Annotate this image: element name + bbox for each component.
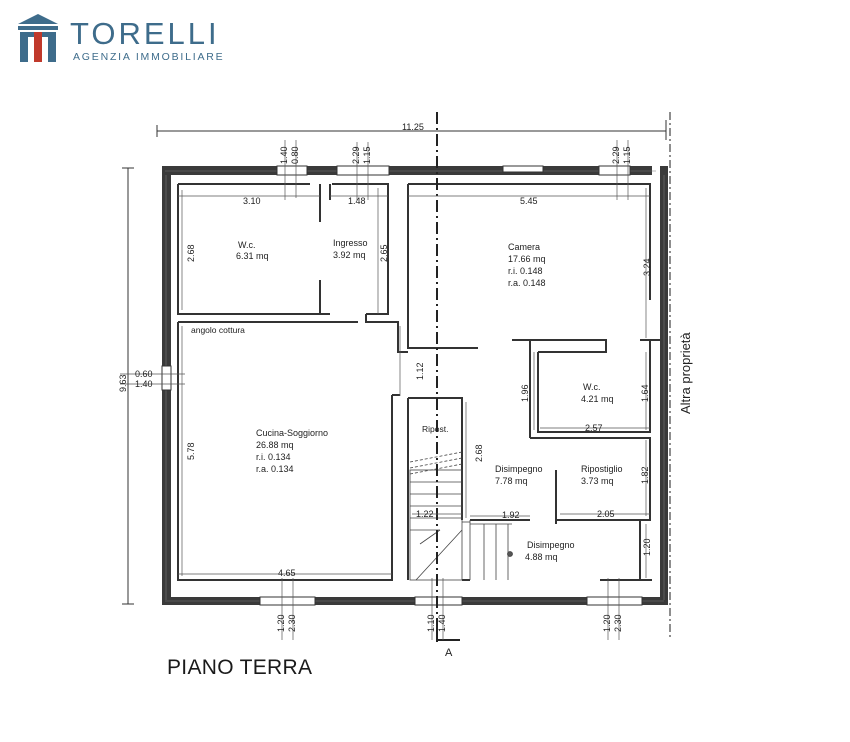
room-camera-ra: r.a. 0.148 [508, 278, 546, 288]
section-marker-a: A [445, 647, 453, 659]
brand-name: TORELLI [70, 16, 220, 51]
floor-label: PIANO TERRA [167, 656, 313, 679]
windows [161, 165, 643, 606]
room-camera-ri: r.i. 0.148 [508, 266, 543, 276]
dim-wc1-height: 2.68 [186, 244, 196, 262]
room-wc2-name: W.c. [583, 382, 601, 392]
header: TORELLI AGENZIA IMMOBILIARE [0, 0, 850, 80]
torelli-logo-icon [18, 14, 58, 62]
room-wc1-area: 6.31 mq [236, 251, 269, 261]
room-labels: W.c. 6.31 mq Ingresso 3.92 mq Camera 17.… [191, 238, 623, 562]
room-camera-name: Camera [508, 242, 540, 252]
dim-wc2-left: 1.96 [520, 384, 530, 402]
dim-bottom-w1-b: 2.30 [287, 614, 297, 632]
dim-camera-height: 3.24 [642, 258, 652, 276]
dim-cucina-width: 4.65 [278, 568, 296, 578]
room-angolo-cottura: angolo cottura [191, 325, 245, 335]
dim-total-width: 11.25 [402, 122, 424, 132]
dim-top-w3-b: 1.15 [622, 146, 632, 164]
dim-top-w3-a: 2.29 [611, 146, 621, 164]
room-cucina-name: Cucina-Soggiorno [256, 428, 328, 438]
room-ingresso-area: 3.92 mq [333, 250, 366, 260]
dimension-ticks [120, 140, 650, 640]
dim-corridor: 1.12 [415, 362, 425, 380]
room-ripostiglio-name: Ripostiglio [581, 464, 623, 474]
brand-subtitle: AGENZIA IMMOBILIARE [73, 51, 225, 63]
dim-ripostiglio-height: 1.82 [640, 466, 650, 484]
dim-bottom-w1-a: 1.20 [276, 614, 286, 632]
room-ripostiglio-area: 3.73 mq [581, 476, 614, 486]
room-disimpegno2-area: 4.88 mq [525, 552, 558, 562]
dim-ripostiglio-width: 2.05 [597, 509, 615, 519]
room-disimpegno2-name: Disimpegno [527, 540, 575, 550]
dim-bottom-w2-a: 1.10 [426, 614, 436, 632]
dimension-labels: 11.25 9.63 1.40 0.80 2.29 1.15 2.29 1.15… [118, 122, 652, 632]
room-wc1-name: W.c. [238, 240, 256, 250]
dim-left-window-a: 0.60 [135, 369, 153, 379]
room-disimpegno1-area: 7.78 mq [495, 476, 528, 486]
dim-top-w1-b: 0.80 [290, 146, 300, 164]
dim-disimpegno-height: 2.68 [474, 444, 484, 462]
dim-wc1-width: 3.10 [243, 196, 261, 206]
dim-camera-width: 5.45 [520, 196, 538, 206]
interior-walls [177, 183, 660, 581]
room-ripost-name: Ripost. [422, 424, 448, 434]
dim-ingresso-height: 2.65 [379, 244, 389, 262]
room-ingresso-name: Ingresso [333, 238, 368, 248]
dim-bottom-w3-a: 1.20 [602, 614, 612, 632]
dim-top-w2-a: 2.29 [351, 146, 361, 164]
room-cucina-ra: r.a. 0.134 [256, 464, 294, 474]
dim-total-height: 9.63 [118, 374, 128, 392]
dim-wc2-width: 2.57 [585, 423, 603, 433]
section-line [436, 112, 460, 642]
dim-bottom-w3-b: 2.30 [613, 614, 623, 632]
neighbor-property-label: Altra proprietà [678, 332, 693, 414]
dim-stair-width: 1.22 [416, 509, 434, 519]
dim-ingresso-width: 1.48 [348, 196, 366, 206]
dim-top-w1-a: 1.40 [279, 146, 289, 164]
room-camera-area: 17.66 mq [508, 254, 546, 264]
dim-top-w2-b: 1.15 [362, 146, 372, 164]
dim-step-width: 1.92 [502, 510, 520, 520]
dim-disimpegno2-height: 1.20 [642, 538, 652, 556]
room-disimpegno1-name: Disimpegno [495, 464, 543, 474]
room-cucina-ri: r.i. 0.134 [256, 452, 291, 462]
dim-wc2-right: 1.64 [640, 384, 650, 402]
dim-bottom-w2-b: 1.40 [437, 614, 447, 632]
room-cucina-area: 26.88 mq [256, 440, 294, 450]
room-wc2-area: 4.21 mq [581, 394, 614, 404]
dim-left-window-b: 1.40 [135, 379, 153, 389]
dim-cucina-height: 5.78 [186, 442, 196, 460]
